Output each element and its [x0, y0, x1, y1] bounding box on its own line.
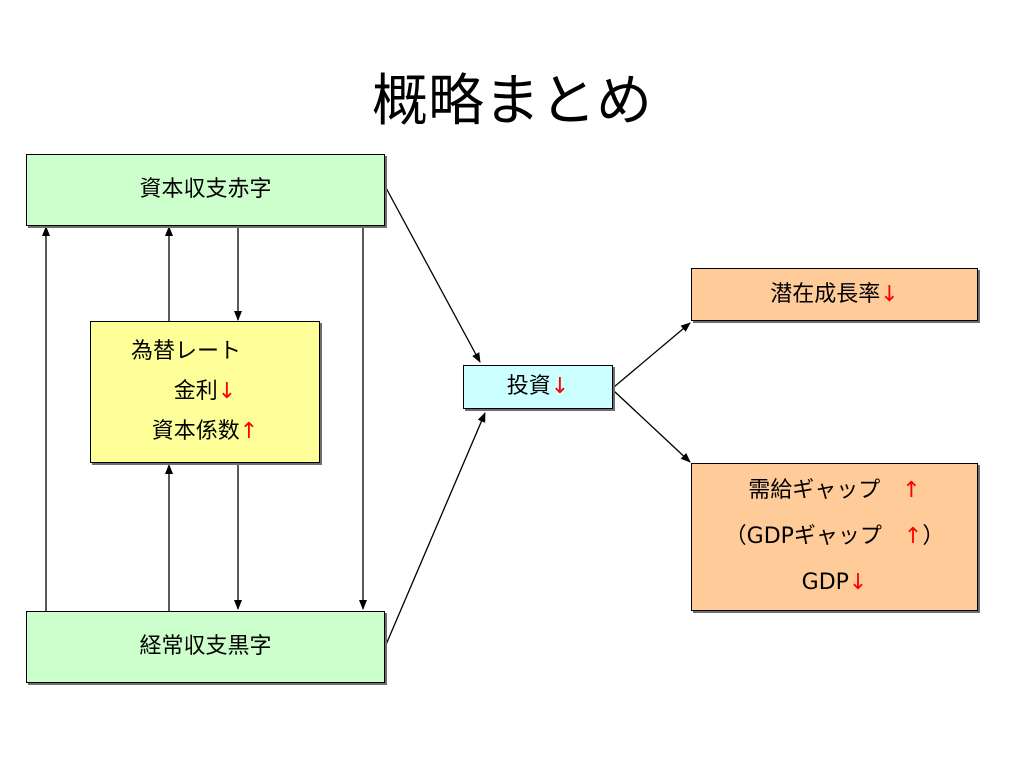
arrow-investment-to-growth — [613, 322, 691, 388]
up-arrow-icon: ↑ — [902, 478, 921, 503]
capital-account-deficit-label: 資本収支赤字 — [139, 177, 272, 202]
investment-label: 投資↓ — [506, 374, 570, 399]
capital-account-deficit-box: 資本収支赤字 — [26, 154, 385, 226]
down-arrow-icon: ↓ — [848, 570, 868, 595]
potential-growth-box: 潜在成長率↓ — [691, 268, 978, 321]
page-title: 概略まとめ — [372, 69, 652, 134]
current-account-surplus-label: 経常収支黒字 — [139, 634, 272, 659]
potential-growth-label: 潜在成長率↓ — [770, 281, 899, 307]
investment-box: 投資↓ — [463, 365, 613, 409]
gdp-label: GDP↓ — [801, 570, 868, 595]
down-arrow-icon: ↓ — [880, 281, 899, 307]
demand-gap-label: 需給ギャップ ↑ — [748, 478, 921, 503]
arrow-investment-to-gap — [613, 390, 691, 463]
up-arrow-icon: ↑ — [239, 419, 259, 444]
up-arrow-icon: ↑ — [903, 524, 923, 549]
arrow-capital-to-investment — [384, 185, 481, 363]
gdp-gap-label: （GDPギャップ ↑） — [724, 524, 945, 549]
exchange-rate-box: 為替レート 金利↓ 資本係数↑ — [90, 321, 320, 463]
down-arrow-icon: ↓ — [217, 379, 237, 404]
exchange-rate-label: 為替レート — [131, 339, 242, 364]
current-account-surplus-box: 経常収支黒字 — [26, 611, 385, 683]
arrow-current-to-investment — [384, 412, 486, 648]
down-arrow-icon: ↓ — [550, 374, 570, 399]
capital-coefficient-label: 資本係数↑ — [151, 419, 259, 444]
interest-rate-label: 金利↓ — [173, 379, 237, 404]
demand-gap-box: 需給ギャップ ↑ （GDPギャップ ↑） GDP↓ — [691, 463, 978, 611]
